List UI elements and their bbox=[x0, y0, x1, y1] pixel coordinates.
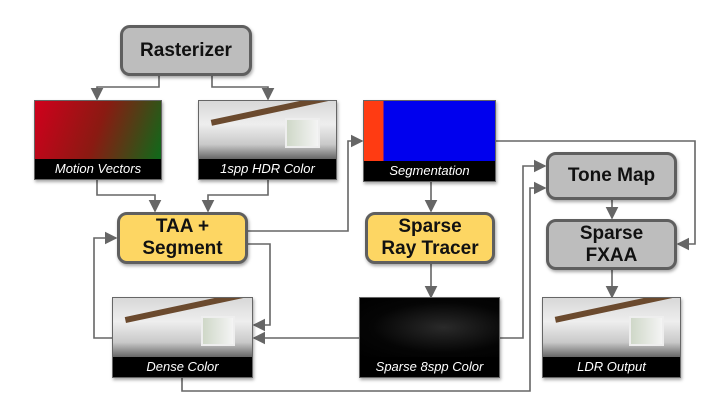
motion-vectors-picture bbox=[35, 101, 161, 159]
ldr-output-caption: LDR Output bbox=[543, 357, 680, 377]
hdr-color-image: 1spp HDR Color bbox=[198, 100, 337, 180]
dense-color-image: Dense Color bbox=[112, 297, 253, 378]
sparse-fxaa-node: Sparse FXAA bbox=[546, 219, 677, 270]
arrow-motion-taa bbox=[96, 180, 162, 213]
segmentation-caption: Segmentation bbox=[364, 161, 495, 181]
taa-segment-node: TAA + Segment bbox=[117, 212, 248, 264]
ldr-output-picture bbox=[543, 298, 680, 357]
arrow-seg-fxaa bbox=[496, 140, 696, 251]
tone-map-node: Tone Map bbox=[546, 152, 677, 200]
segmentation-picture bbox=[364, 101, 495, 161]
rasterizer-node: Rasterizer bbox=[120, 25, 252, 76]
sparse-ray-tracer-node: Sparse Ray Tracer bbox=[365, 212, 495, 264]
arrow-sparse-tonemap bbox=[500, 159, 547, 339]
hdr-color-caption: 1spp HDR Color bbox=[199, 159, 336, 179]
arrow-raster-hdr bbox=[211, 76, 275, 101]
motion-vectors-image: Motion Vectors bbox=[34, 100, 162, 180]
arrow-dense-taa bbox=[93, 231, 118, 339]
ldr-output-image: LDR Output bbox=[542, 297, 681, 378]
arrow-hdr-taa bbox=[201, 180, 269, 213]
dense-color-picture bbox=[113, 298, 252, 357]
arrow-raster-motion bbox=[90, 76, 160, 101]
sparse-color-image: Sparse 8spp Color bbox=[359, 297, 500, 378]
segmentation-image: Segmentation bbox=[363, 100, 496, 182]
arrow-taa-dense bbox=[248, 243, 271, 332]
arrow-taa-seg bbox=[248, 134, 364, 232]
sparse-color-caption: Sparse 8spp Color bbox=[360, 357, 499, 377]
sparse-color-picture bbox=[360, 298, 499, 357]
motion-vectors-caption: Motion Vectors bbox=[35, 159, 161, 179]
dense-color-caption: Dense Color bbox=[113, 357, 252, 377]
hdr-color-picture bbox=[199, 101, 336, 159]
arrow-dense-tonemap bbox=[181, 181, 547, 392]
